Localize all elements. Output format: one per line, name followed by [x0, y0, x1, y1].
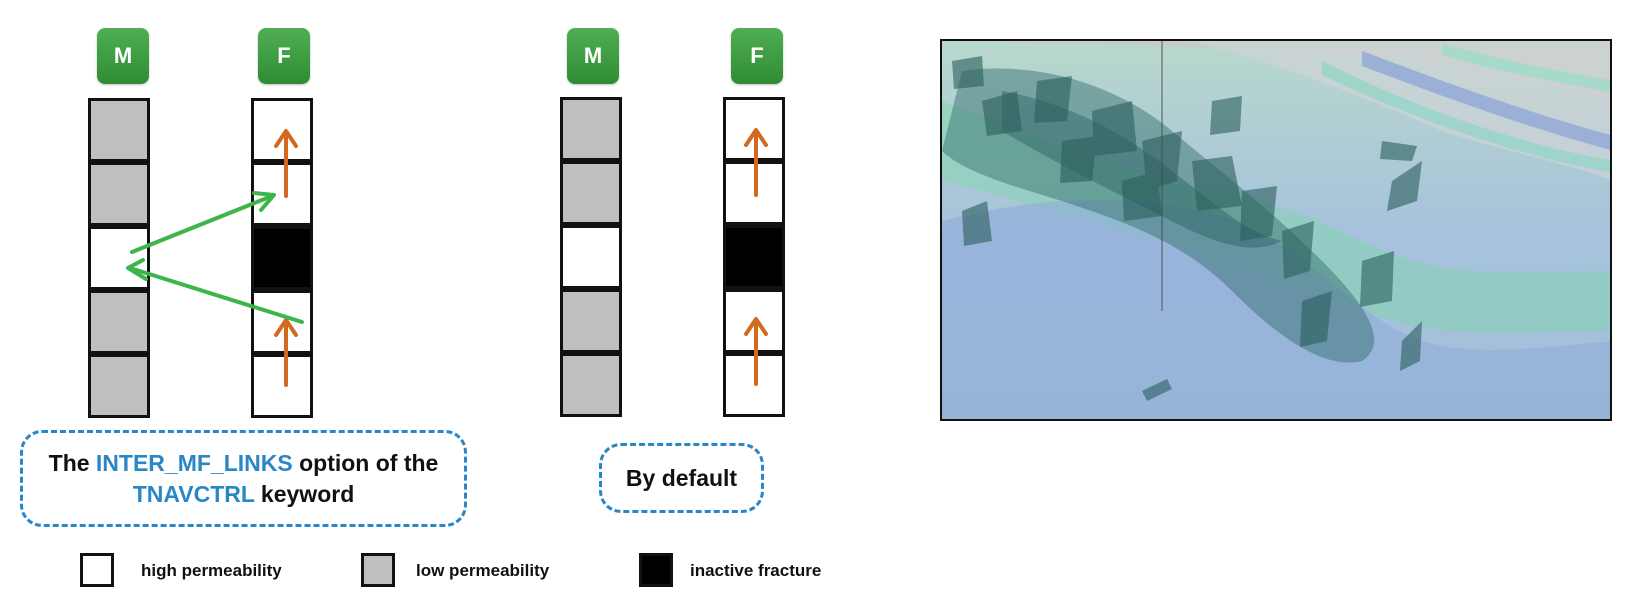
matrix-label-left: M [97, 28, 149, 84]
caption-middle: option of the [292, 449, 439, 476]
fracture-column-left [251, 98, 313, 418]
fracture-cell [251, 98, 313, 162]
flow-arrow-head [744, 128, 768, 147]
matrix-cell [560, 97, 622, 161]
mf-link-arrow-down [128, 266, 304, 324]
legend-label-high: high permeability [141, 561, 282, 580]
matrix-label-middle: M [567, 28, 619, 84]
flow-arrow-head [274, 129, 298, 148]
fracture-cell [251, 226, 313, 290]
matrix-cell [560, 225, 622, 289]
fracture-label-middle: F [731, 28, 783, 84]
matrix-column-left [88, 98, 150, 418]
matrix-cell [560, 161, 622, 225]
mf-link-arrow-head [126, 258, 148, 281]
matrix-cell [560, 289, 622, 353]
caption-inter-mf-links: The INTER_MF_LINKS option of the TNAVCTR… [20, 430, 467, 527]
matrix-cell [560, 353, 622, 417]
flow-arrow-head [274, 318, 298, 337]
mf-link-arrow-up [130, 194, 274, 254]
matrix-cell [88, 162, 150, 226]
fracture-3d-render [940, 39, 1612, 421]
legend-swatch-inactive [639, 553, 673, 587]
matrix-cell [88, 98, 150, 162]
caption-suffix: keyword [254, 480, 355, 507]
keyword-inter-mf-links: INTER_MF_LINKS [95, 449, 293, 476]
legend-swatch-low [361, 553, 395, 587]
fracture-3d-render-graphic [942, 41, 1610, 419]
caption-prefix: The [48, 449, 96, 476]
mf-link-arrow-head [252, 191, 276, 212]
keyword-tnavctrl: TNAVCTRL [132, 480, 255, 507]
caption-by-default: By default [599, 443, 764, 513]
flow-arrow-head [744, 317, 768, 336]
caption-by-default-text: By default [625, 464, 738, 491]
fracture-cell [251, 354, 313, 418]
legend-label-low: low permeability [416, 561, 550, 580]
matrix-cell [88, 226, 150, 290]
legend-swatch-high [80, 553, 114, 587]
fracture-label-left: F [258, 28, 310, 84]
matrix-column-middle [560, 97, 622, 417]
matrix-cell [88, 290, 150, 354]
legend-label-inactive: inactive fracture [690, 561, 822, 580]
fracture-cell [723, 225, 785, 289]
matrix-cell [88, 354, 150, 418]
